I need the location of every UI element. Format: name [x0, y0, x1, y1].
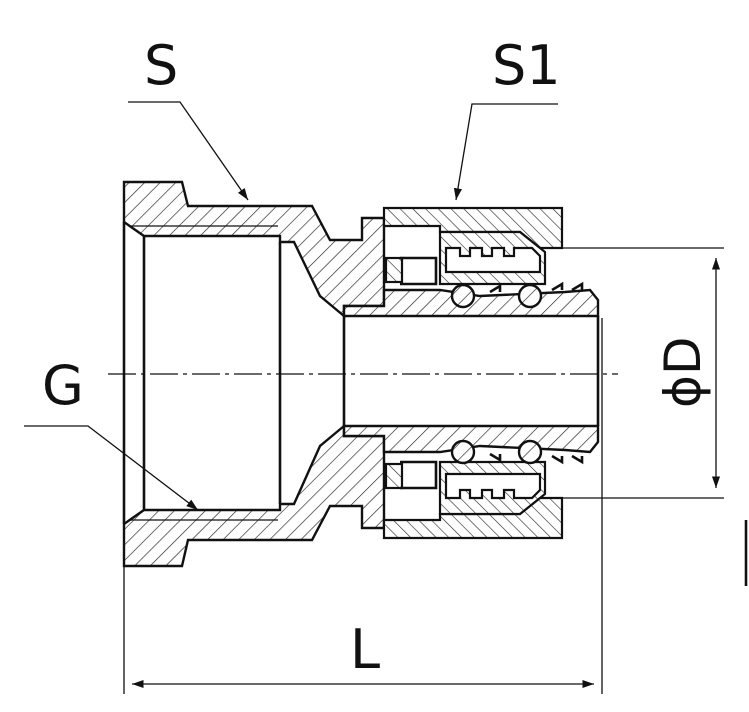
leader-s	[128, 101, 249, 201]
label-s: S	[144, 34, 178, 97]
o-ring-1-lower	[450, 439, 476, 465]
o-ring-2-upper	[517, 283, 543, 309]
o-ring-2-lower	[517, 439, 543, 465]
label-s1: S1	[492, 34, 561, 97]
spacer-ring-upper	[384, 256, 404, 284]
o-ring-1-upper	[450, 283, 476, 309]
dimension-l-extension-lines	[123, 318, 603, 694]
body-lower-section	[122, 423, 386, 568]
clamp-teeth-lower	[444, 472, 542, 500]
label-l: L	[350, 618, 380, 681]
label-g: G	[42, 354, 84, 417]
dimension-d-extension-lines	[562, 247, 724, 499]
threaded-bore	[122, 222, 282, 524]
clamp-teeth-upper	[444, 246, 542, 274]
label-diameter-d: ϕD	[654, 337, 712, 408]
thread-minor-lines	[130, 225, 278, 521]
insert-barbs-lower	[489, 452, 584, 465]
leader-g	[24, 425, 199, 511]
spacer-housing-lower	[400, 460, 438, 490]
leader-s1	[453, 103, 558, 201]
pipe-bore-walls	[342, 316, 600, 426]
spacer-housing-upper	[400, 256, 438, 286]
spacer-ring-lower	[384, 462, 404, 490]
body-upper-section	[122, 180, 386, 319]
insert-barbs-upper	[489, 281, 584, 294]
